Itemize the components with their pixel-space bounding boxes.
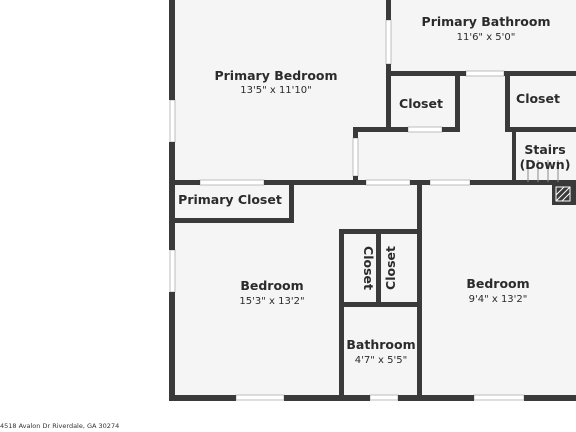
primary-bedroom-label: Primary Bedroom [214,68,337,83]
bedroom-left-label: Bedroom [240,278,303,293]
stairs-hatch [555,186,571,202]
windows [169,19,525,401]
closet-right-label: Closet [516,91,560,106]
primary-bedroom-dims: 13'5" x 11'10" [240,85,312,96]
walls [169,0,576,401]
bedroom-right-dims: 9'4" x 13'2" [469,294,528,305]
bathroom-label: Bathroom [346,337,415,352]
primary-bathroom-label: Primary Bathroom [422,14,551,29]
stairs-label-down: (Down) [520,157,571,172]
bathroom-dims: 4'7" x 5'5" [355,355,407,366]
stairs-label: Stairs [524,142,565,157]
bedroom-left-dims: 15'3" x 13'2" [239,296,304,307]
closet-vertical-1-label: Closet [361,246,376,290]
closet-center-label: Closet [399,96,443,111]
floor-fills [172,0,576,400]
bedroom-right-label: Bedroom [466,276,529,291]
primary-closet-label: Primary Closet [178,192,282,207]
stairs-treads [527,160,559,182]
closet-vertical-2-label: Closet [383,246,398,290]
primary-bathroom-dims: 11'6" x 5'0" [457,32,516,43]
property-address: 4518 Avalon Dr Riverdale, GA 30274 [0,422,120,430]
